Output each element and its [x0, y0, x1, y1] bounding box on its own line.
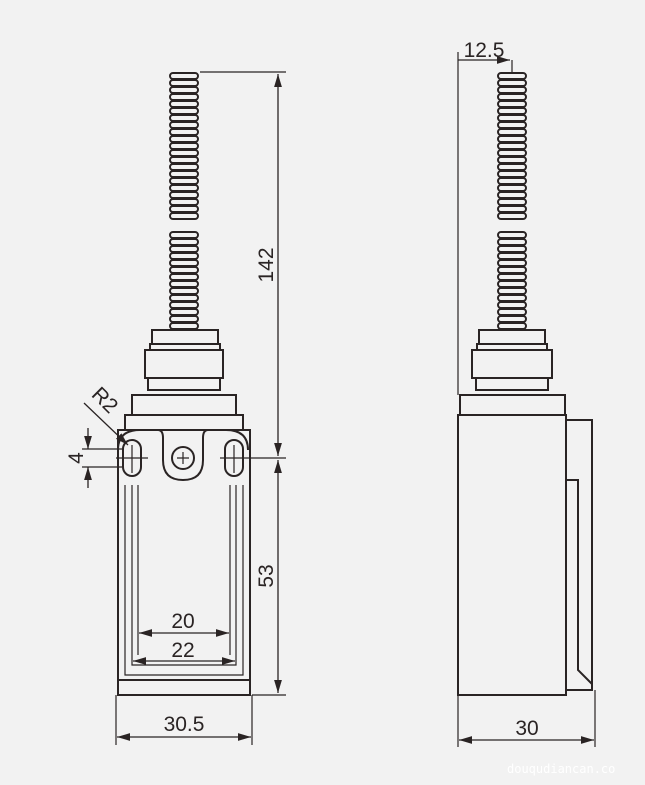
spring-coil — [169, 308, 199, 316]
spring-coil — [497, 273, 527, 281]
spring-coil — [497, 294, 527, 302]
dim-label-22: 22 — [171, 639, 194, 662]
spring-coil — [497, 212, 527, 220]
spring-coil — [497, 170, 527, 178]
spring-coil — [169, 252, 199, 260]
spring-coil — [169, 93, 199, 101]
spring-coil — [169, 322, 199, 330]
spring-coil — [169, 259, 199, 267]
spring-coil — [497, 100, 527, 108]
spring-coil — [169, 238, 199, 246]
spring-coil — [497, 238, 527, 246]
spring-coil — [169, 198, 199, 206]
side-view — [457, 72, 593, 696]
spring-coil — [169, 191, 199, 199]
spring-coil — [169, 184, 199, 192]
spring-coil — [169, 142, 199, 150]
dim-label-30: 30 — [515, 717, 538, 740]
spring-coil — [497, 322, 527, 330]
screw-icon — [171, 446, 195, 470]
dim-label-53: 53 — [255, 564, 278, 587]
spring-coil — [169, 266, 199, 274]
spring-coil — [497, 198, 527, 206]
spring-coil — [169, 128, 199, 136]
spring-coil — [169, 121, 199, 129]
dim-label-12-5: 12.5 — [464, 39, 505, 62]
spring-coil — [169, 273, 199, 281]
spring-coil — [497, 308, 527, 316]
spring-coil — [497, 177, 527, 185]
spring-coil-upper — [169, 72, 199, 220]
spring-coil — [497, 266, 527, 274]
spring-coil — [497, 287, 527, 295]
spring-coil — [497, 245, 527, 253]
spring-coil — [169, 170, 199, 178]
spring-coil — [169, 294, 199, 302]
spring-coil — [497, 252, 527, 260]
watermark: douqudiancan.co — [507, 762, 615, 776]
spring-coil — [169, 177, 199, 185]
spring-coil — [497, 142, 527, 150]
spring-coil — [169, 107, 199, 115]
spring-coil — [169, 245, 199, 253]
spring-coil — [169, 205, 199, 213]
spring-coil — [497, 93, 527, 101]
dim-label-4: 4 — [65, 452, 88, 464]
spring-coil — [169, 86, 199, 94]
spring-coil-lower — [169, 231, 199, 330]
spring-coil — [497, 121, 527, 129]
dim-label-142: 142 — [255, 247, 278, 282]
spring-coil — [169, 231, 199, 239]
dim-label-30-5: 30.5 — [164, 713, 205, 736]
spring-coil-upper — [497, 72, 527, 220]
spring-coil — [497, 184, 527, 192]
spring-coil — [497, 191, 527, 199]
spring-coil — [497, 149, 527, 157]
spring-coil — [169, 100, 199, 108]
spring-coil — [169, 301, 199, 309]
dimension-lines — [82, 52, 596, 747]
spring-coil — [169, 315, 199, 323]
spring-coil — [169, 287, 199, 295]
spring-coil — [497, 315, 527, 323]
spring-coil — [497, 205, 527, 213]
spring-coil — [169, 114, 199, 122]
spring-coil — [497, 156, 527, 164]
spring-coil — [497, 86, 527, 94]
spring-coil — [169, 135, 199, 143]
spring-coil — [169, 149, 199, 157]
spring-coil — [497, 135, 527, 143]
spring-coil — [169, 79, 199, 87]
spring-coil — [497, 163, 527, 171]
spring-coil — [497, 259, 527, 267]
spring-coil — [497, 231, 527, 239]
spring-coil — [497, 114, 527, 122]
spring-coil — [497, 79, 527, 87]
front-view — [116, 72, 252, 696]
dim-label-r2: R2 — [87, 383, 122, 418]
spring-coil — [497, 301, 527, 309]
spring-coil — [169, 72, 199, 80]
spring-coil — [169, 212, 199, 220]
spring-coil — [169, 156, 199, 164]
spring-coil-lower — [497, 231, 527, 330]
spring-coil — [497, 280, 527, 288]
dim-label-20: 20 — [171, 610, 194, 633]
spring-coil — [169, 163, 199, 171]
spring-coil — [497, 128, 527, 136]
spring-coil — [497, 107, 527, 115]
spring-coil — [169, 280, 199, 288]
